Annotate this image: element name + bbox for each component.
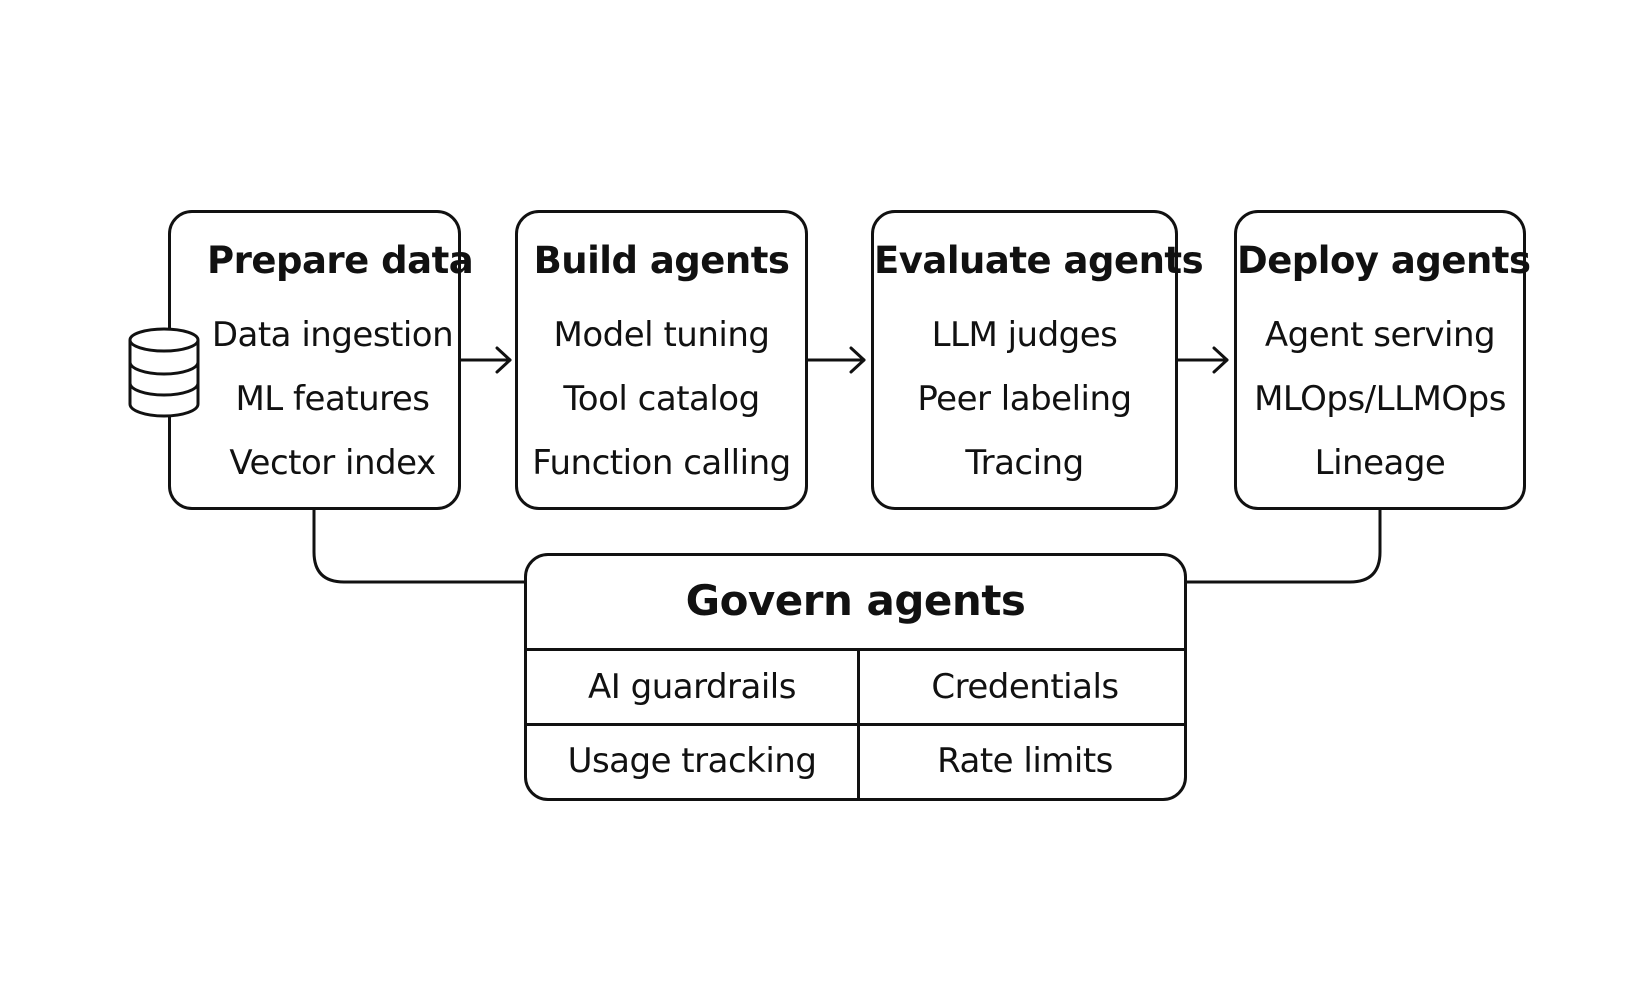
- stage-item: Vector index: [229, 443, 436, 483]
- stage-title: Prepare data: [207, 239, 474, 282]
- stage-prepare-data: Prepare data Data ingestion ML features …: [168, 210, 474, 510]
- stage-item: Tracing: [965, 443, 1084, 483]
- govern-title: Govern agents: [685, 576, 1026, 625]
- stage-build-agents: Build agents Model tuning Tool catalog F…: [515, 210, 808, 510]
- arrow-right-icon: [459, 346, 512, 374]
- stage-item: Agent serving: [1264, 315, 1496, 355]
- govern-cell: AI guardrails: [588, 667, 796, 707]
- govern-cell: Usage tracking: [567, 741, 817, 781]
- database-icon: [128, 327, 200, 418]
- stage-title: Deploy agents: [1237, 239, 1531, 282]
- stage-item: Function calling: [532, 443, 791, 483]
- stage-item: LLM judges: [931, 315, 1118, 355]
- govern-agents-panel: Govern agents AI guardrails Credentials …: [524, 553, 1187, 801]
- stage-item: Data ingestion: [211, 315, 454, 355]
- stage-item: Lineage: [1314, 443, 1446, 483]
- stage-item: Tool catalog: [563, 379, 760, 419]
- stage-item: Model tuning: [553, 315, 770, 355]
- stage-item: Peer labeling: [917, 379, 1132, 419]
- divider: [527, 648, 1184, 651]
- govern-cell: Rate limits: [937, 741, 1113, 781]
- stage-title: Build agents: [533, 239, 790, 282]
- divider: [527, 723, 1184, 726]
- stage-deploy-agents: Deploy agents Agent serving MLOps/LLMOps…: [1234, 210, 1531, 510]
- arrow-right-icon: [1176, 346, 1229, 374]
- govern-connector-right: [1187, 510, 1382, 584]
- stage-item: MLOps/LLMOps: [1254, 379, 1506, 419]
- stage-title: Evaluate agents: [874, 239, 1204, 282]
- arrow-right-icon: [806, 346, 866, 374]
- govern-cell: Credentials: [931, 667, 1119, 707]
- stage-item: ML features: [235, 379, 430, 419]
- divider: [857, 648, 860, 798]
- stage-evaluate-agents: Evaluate agents LLM judges Peer labeling…: [871, 210, 1204, 510]
- govern-connector-left: [312, 510, 524, 584]
